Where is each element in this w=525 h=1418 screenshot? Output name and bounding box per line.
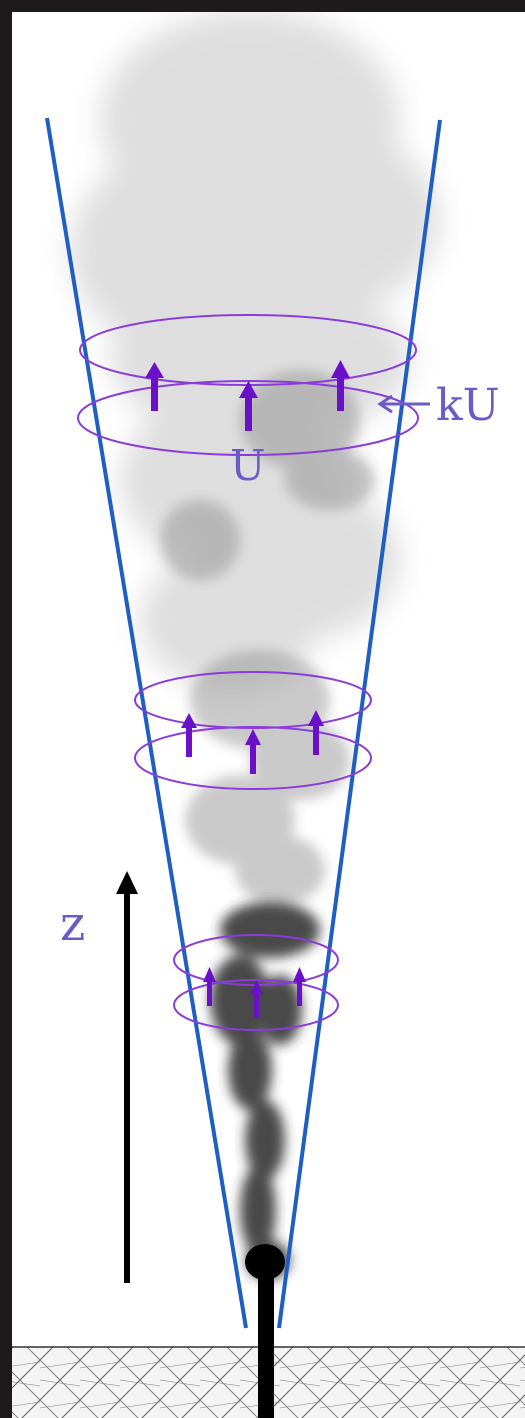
plume-diagram: kU U z <box>12 12 525 1418</box>
source-nozzle <box>245 1244 285 1280</box>
diagram-canvas: kU U z <box>12 12 525 1418</box>
height-axis-arrow <box>116 871 138 1283</box>
up-arrow-icon <box>116 871 138 894</box>
source-stack <box>258 1265 274 1418</box>
velocity-label: U <box>230 441 265 490</box>
entrainment-label: kU <box>436 380 500 431</box>
left-arrow-icon <box>380 396 430 412</box>
height-label: z <box>60 896 85 952</box>
up-arrow-icon <box>181 713 197 757</box>
